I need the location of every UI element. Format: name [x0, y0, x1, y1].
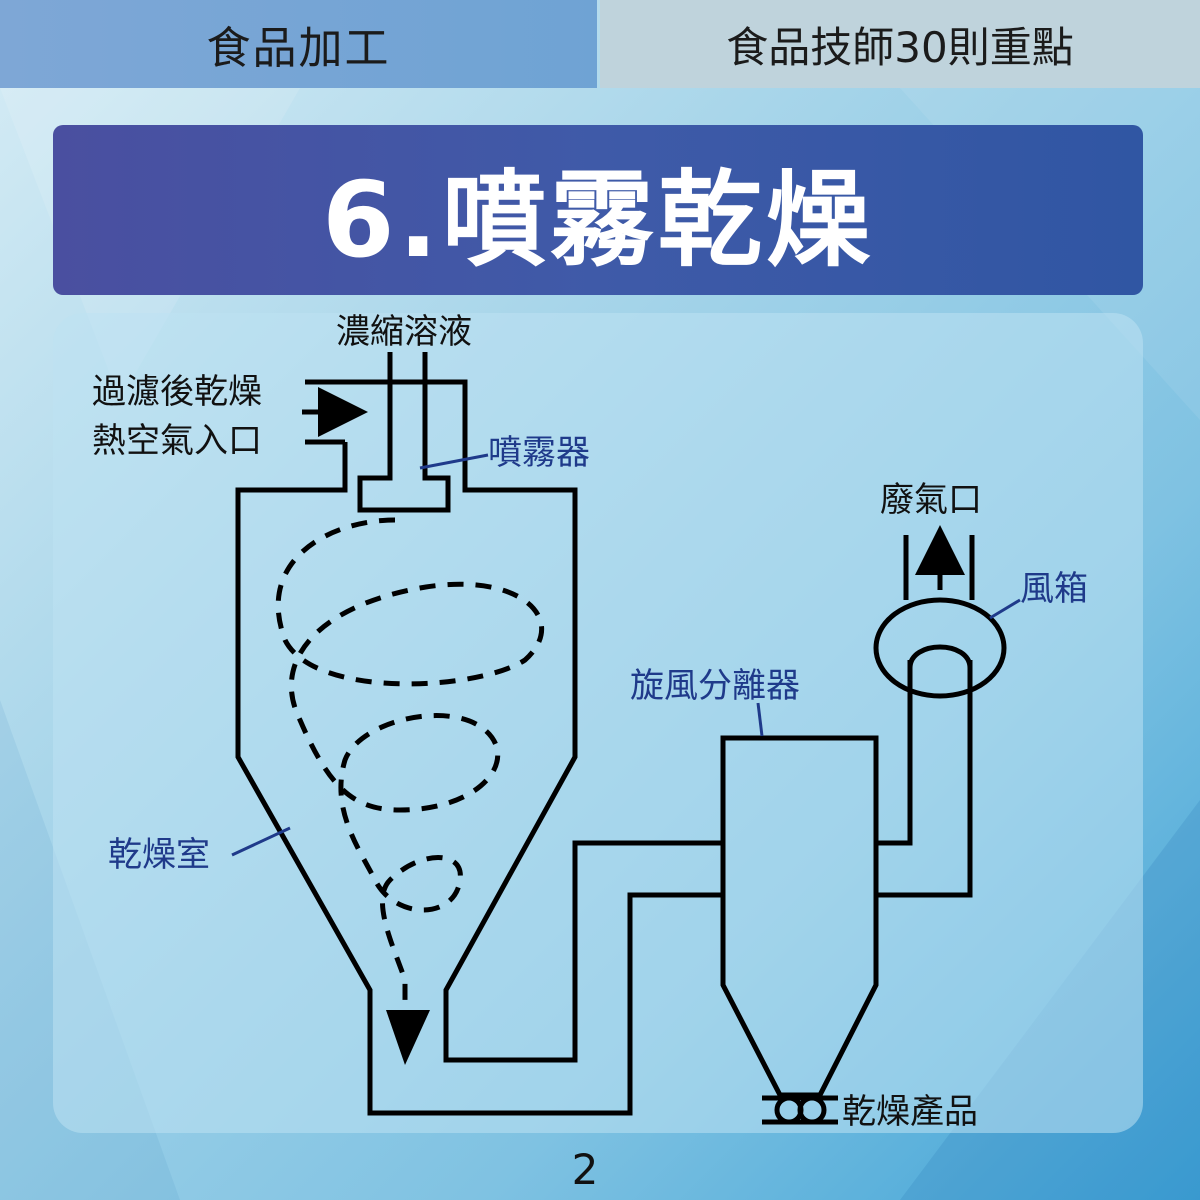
- callout-lines: [231, 453, 1021, 857]
- tab-key-points-label: 食品技師30則重點: [726, 22, 1074, 72]
- product-outlet: [762, 1095, 838, 1125]
- feed-label: 濃縮溶液: [336, 312, 472, 352]
- page-number: 2: [571, 1145, 599, 1194]
- cyclone-separator: [720, 660, 973, 1098]
- exhaust-label: 廢氣口: [880, 480, 982, 520]
- diagram-panel: [53, 313, 1143, 1133]
- title-banner: 6.噴霧乾燥: [53, 125, 1143, 295]
- tab-food-processing[interactable]: 食品加工: [0, 0, 597, 88]
- drying-chamber: [235, 379, 723, 1116]
- tab-key-points[interactable]: 食品技師30則重點: [600, 0, 1200, 88]
- tab-food-processing-label: 食品加工: [206, 23, 391, 74]
- air-inlet-label-line2: 熱空氣入口: [92, 421, 262, 461]
- cyclone-label: 旋風分離器: [630, 666, 800, 706]
- fan-box: [873, 535, 1007, 720]
- drying-chamber-label: 乾燥室: [108, 835, 210, 875]
- spray-spiral-path: [275, 517, 545, 1010]
- downward-flow-arrow: [386, 1010, 430, 1065]
- air-inlet-label-line1: 過濾後乾燥: [92, 372, 262, 412]
- page-title: 6.噴霧乾燥: [322, 158, 874, 281]
- atomizer: [357, 352, 451, 513]
- fan-box-label: 風箱: [1020, 569, 1088, 609]
- product-label: 乾燥產品: [842, 1092, 978, 1132]
- atomizer-label: 噴霧器: [488, 433, 590, 473]
